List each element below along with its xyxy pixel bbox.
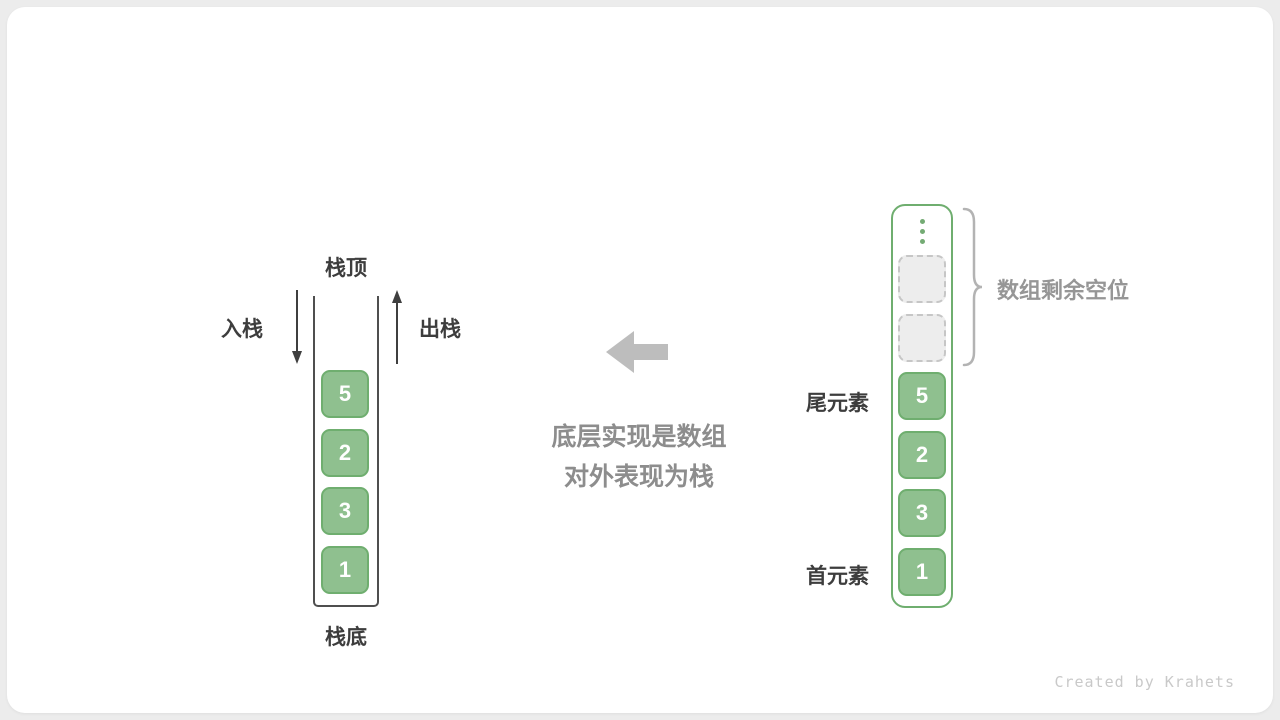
ellipsis-dot (919, 238, 925, 244)
pop-label: 出栈 (419, 318, 461, 341)
stack-container: 5 2 3 1 (313, 296, 379, 607)
stack-cell: 5 (321, 370, 369, 418)
pop-arrow-icon (392, 290, 402, 364)
tail-element-label: 尾元素 (806, 392, 869, 415)
push-arrow-icon (292, 290, 302, 364)
array-empty-slot (898, 314, 946, 362)
center-caption-line1: 底层实现是数组 (551, 423, 727, 451)
stack-cell: 3 (321, 487, 369, 535)
stack-cell: 2 (321, 429, 369, 477)
remaining-slots-label: 数组剩余空位 (997, 278, 1130, 303)
ellipsis-dot (919, 218, 925, 224)
center-caption: 底层实现是数组 对外表现为栈 (487, 417, 791, 497)
diagram-card: 栈顶 入栈 出栈 5 2 3 1 栈底 底层实现是数组 对外表现为栈 (7, 7, 1273, 713)
brace-icon (962, 207, 983, 367)
left-block-arrow-icon (606, 331, 668, 373)
push-label: 入栈 (221, 318, 263, 341)
array-cell: 3 (898, 489, 946, 537)
center-caption-line2: 对外表现为栈 (563, 463, 714, 491)
stack-bottom-label: 栈底 (325, 626, 367, 649)
head-element-label: 首元素 (806, 565, 869, 588)
ellipsis-icon (893, 214, 951, 248)
credit-text: Created by Krahets (1054, 673, 1235, 691)
array-empty-slot (898, 255, 946, 303)
stack-top-label: 栈顶 (325, 257, 367, 280)
array-cell: 2 (898, 431, 946, 479)
stack-cell: 1 (321, 546, 369, 594)
ellipsis-dot (919, 228, 925, 234)
array-container: 5 2 3 1 (891, 204, 953, 608)
array-cell: 1 (898, 548, 946, 596)
array-cell: 5 (898, 372, 946, 420)
